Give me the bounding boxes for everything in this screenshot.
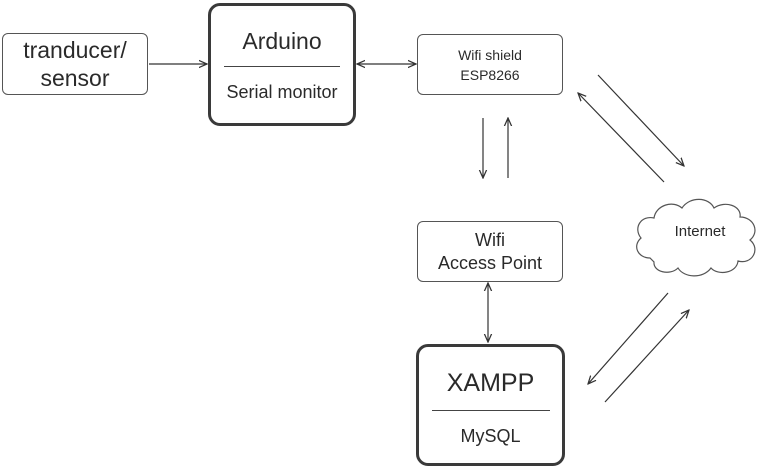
wifi-shield-label-line-1: Wifi shield <box>458 46 522 63</box>
arrow-xampp-to-internet <box>604 310 689 403</box>
sensor-label-line-1: tranducer/ <box>23 37 127 63</box>
arduino-divider <box>224 66 340 67</box>
xampp-node: XAMPP MySQL <box>416 344 565 466</box>
cloud-icon <box>636 198 756 277</box>
arrow-internet-to-shield <box>578 93 665 183</box>
sensor-node: tranducer/ sensor <box>2 33 148 95</box>
wifi-shield-label-line-2: ESP8266 <box>460 66 520 83</box>
arrow-internet-to-xampp <box>588 292 669 384</box>
arduino-subtitle: Serial monitor <box>226 82 338 102</box>
wifi-shield-node: Wifi shield ESP8266 <box>417 34 563 95</box>
access-point-label-line-2: Access Point <box>437 252 543 273</box>
arduino-title: Arduino <box>242 28 322 54</box>
xampp-title: XAMPP <box>446 369 535 397</box>
access-point-label-line-1: Wifi <box>475 229 505 250</box>
internet-label: Internet <box>674 223 726 240</box>
xampp-subtitle: MySQL <box>460 426 521 446</box>
arrow-shield-to-internet <box>597 74 684 166</box>
xampp-divider <box>431 410 550 411</box>
access-point-node: Wifi Access Point <box>417 221 563 282</box>
arduino-node: Arduino Serial monitor <box>208 3 356 126</box>
sensor-label-line-2: sensor <box>40 65 110 91</box>
